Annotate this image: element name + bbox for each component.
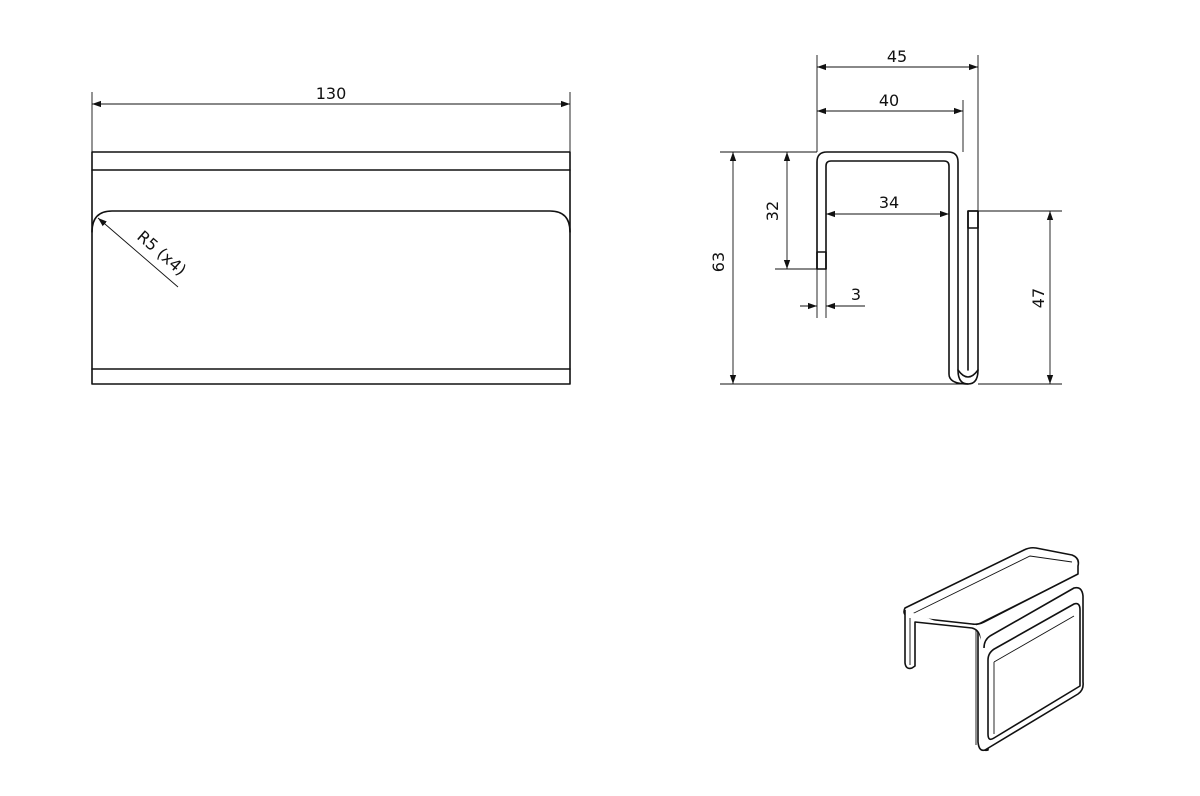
dim-label-3: 3 <box>851 285 861 304</box>
dim-label-45: 45 <box>887 47 907 66</box>
isometric-view <box>903 546 1084 752</box>
dimension-47: 47 <box>978 210 1062 385</box>
dimension-3: 3 <box>800 269 865 318</box>
dim-label-34: 34 <box>879 193 899 212</box>
profile-inner-leg <box>967 210 979 371</box>
front-inner-rounded-edge <box>91 210 571 233</box>
radius-note: R5 (x4) <box>133 227 190 280</box>
dimension-45: 45 <box>816 47 979 211</box>
iso-short-leg-inner <box>909 618 977 745</box>
dim-label-130: 130 <box>316 84 347 103</box>
radius-leader: R5 (x4) <box>97 217 190 288</box>
dim-label-63: 63 <box>709 252 728 272</box>
long-leg-end <box>967 210 979 229</box>
side-view: 45 40 34 32 63 <box>709 47 1062 385</box>
dimension-63: 63 <box>709 151 968 385</box>
dim-label-32: 32 <box>763 201 782 221</box>
dimension-40: 40 <box>817 91 964 152</box>
profile-outer <box>816 151 979 385</box>
iso-inner-panel-edge <box>993 615 1075 734</box>
front-outline <box>91 151 571 385</box>
dim-label-40: 40 <box>879 91 899 110</box>
dimension-130: 130 <box>91 84 571 152</box>
front-view: 130 R5 (x4) <box>91 84 571 385</box>
iso-top-edge-2 <box>975 573 1079 626</box>
dimension-32: 32 <box>763 151 817 270</box>
dimension-34: 34 <box>826 193 949 218</box>
profile-inner-hem <box>957 369 979 378</box>
iso-top-inner-edge <box>911 555 1073 615</box>
short-leg-end <box>816 251 827 270</box>
profile-inner <box>825 160 969 385</box>
iso-inner-panel <box>987 602 1081 741</box>
dim-label-47: 47 <box>1029 288 1048 308</box>
